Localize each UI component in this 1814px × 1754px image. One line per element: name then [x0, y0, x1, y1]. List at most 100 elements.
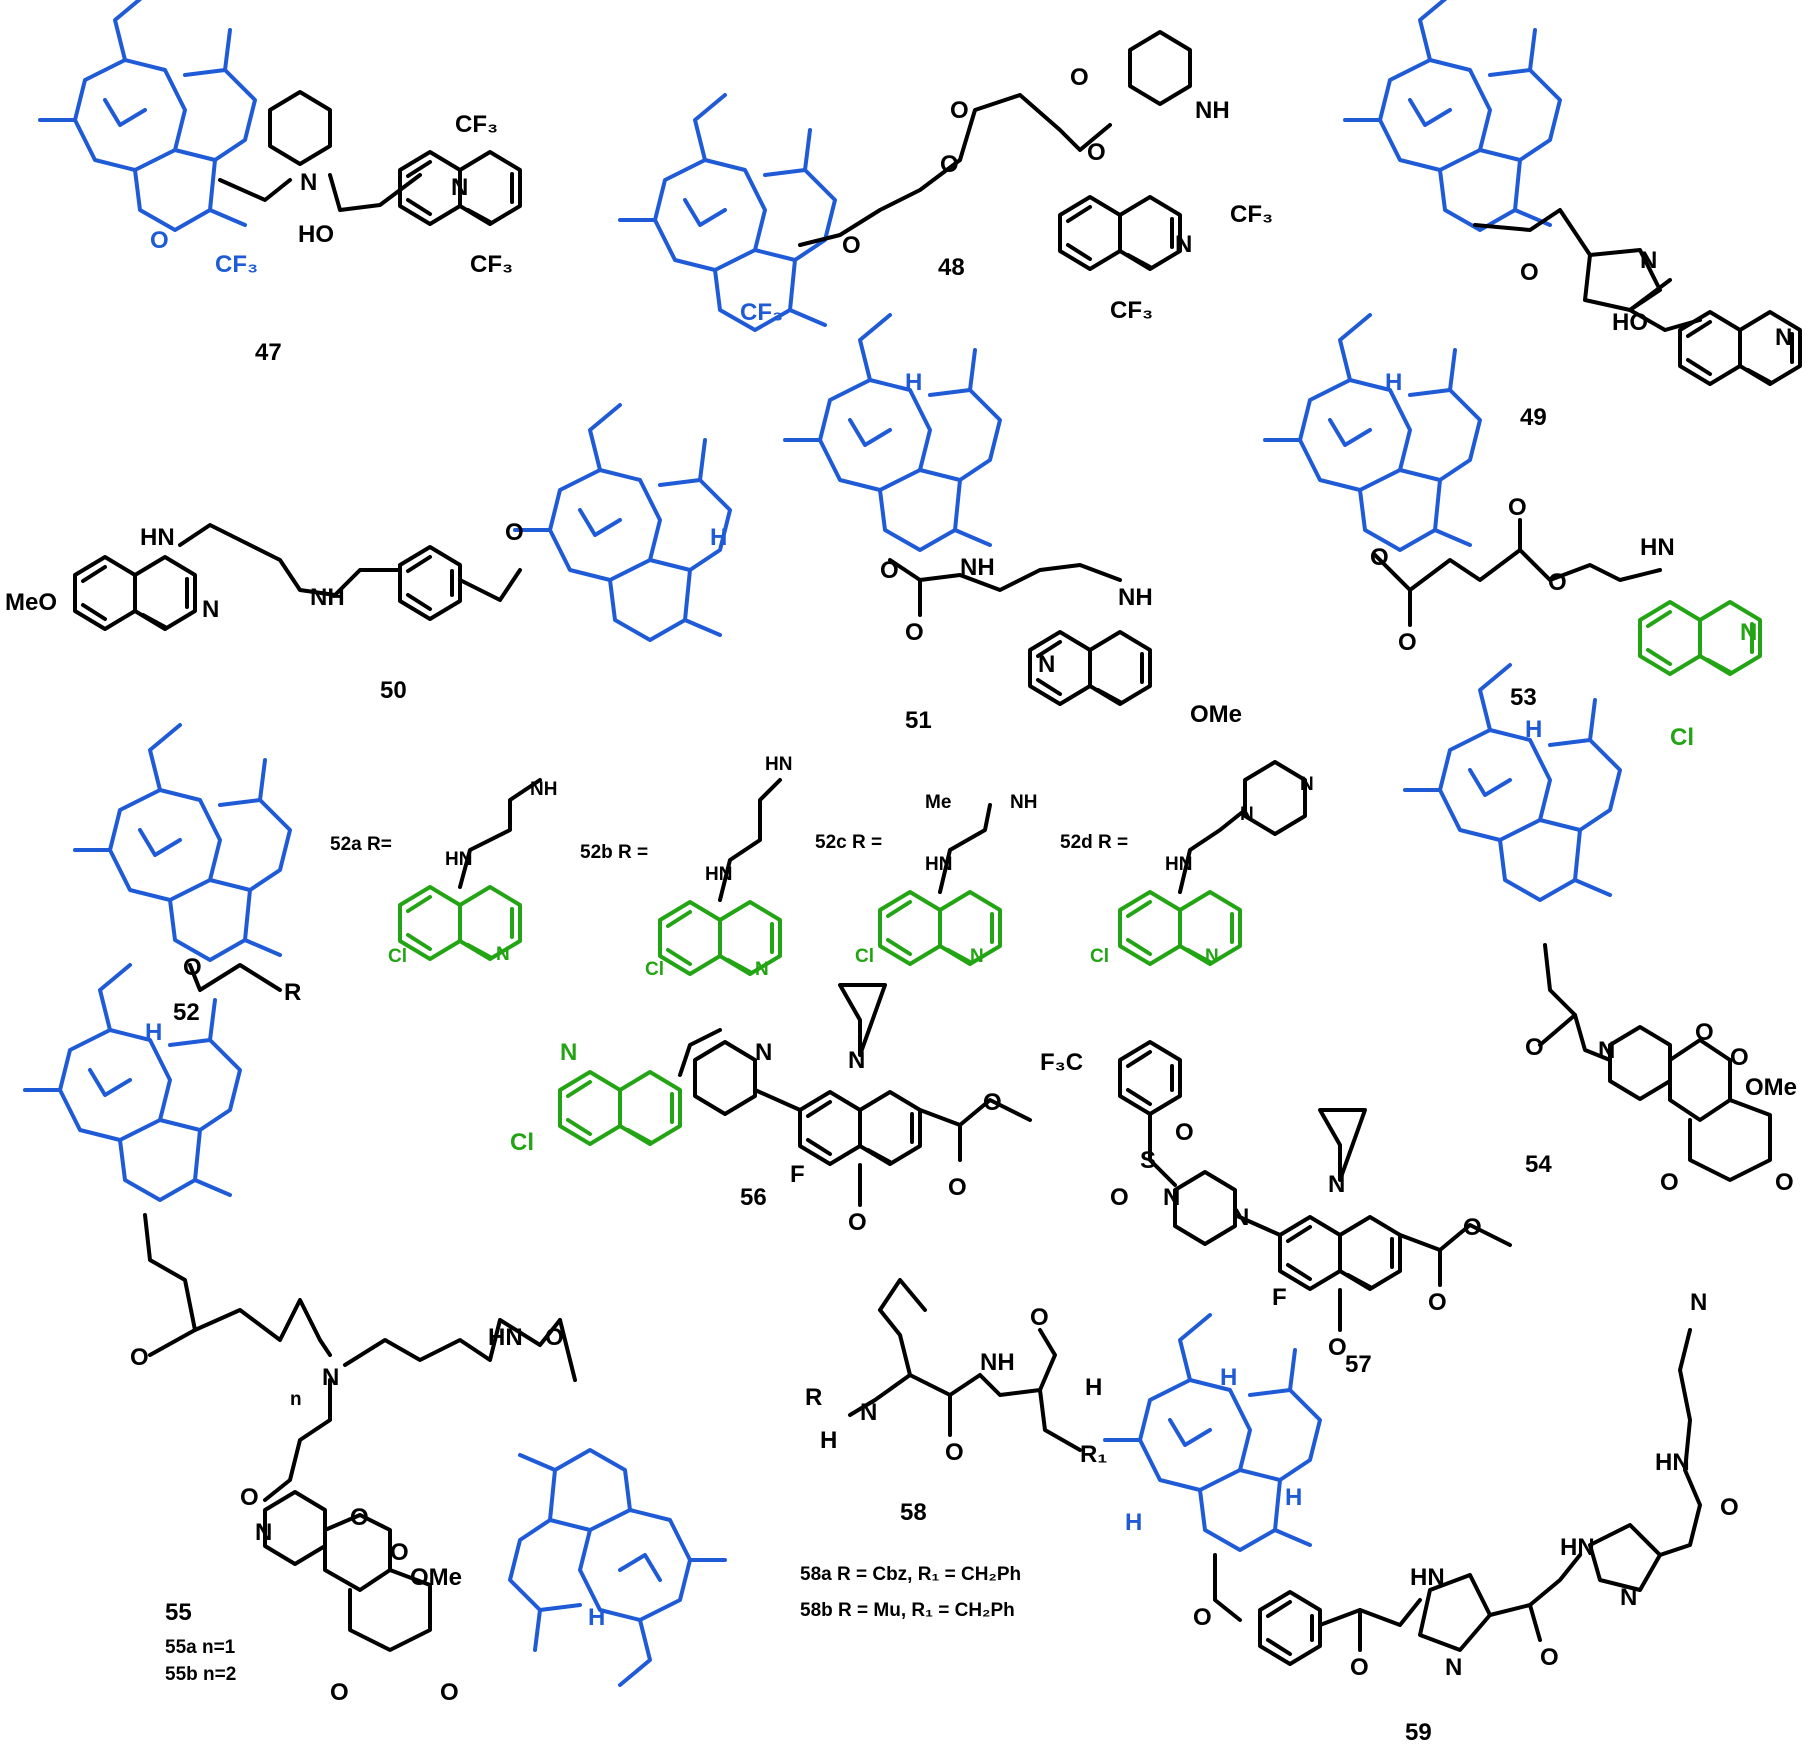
atom-hn: HN [705, 864, 732, 885]
variant-52d-label: 52d R = [1060, 832, 1128, 853]
label-47: 47 [255, 339, 282, 366]
atom-h: H [588, 1604, 605, 1631]
atom-hn: HN [1410, 1564, 1445, 1591]
atom-hn: HN [1655, 1449, 1690, 1476]
atom-cl: Cl [855, 946, 874, 967]
atom-h: H [1220, 1364, 1237, 1391]
atom-h: H [1385, 369, 1402, 396]
atom-s: S [1140, 1147, 1156, 1174]
atom-nh: NH [980, 1349, 1015, 1376]
atom-o: O [948, 1174, 967, 1201]
variant-52a-label: 52a R= [330, 834, 392, 855]
compound-58: R H N O NH O H R₁ 58 58a R = Cbz, R₁ = C… [800, 1278, 1107, 1621]
variant-55a: 55a n=1 [165, 1637, 236, 1658]
atom-n: N [1232, 1204, 1249, 1231]
compound-53: O O O O HN N Cl H 53 [1263, 313, 1762, 751]
r-group-52a: 52a R= HN NH Cl N [330, 778, 557, 967]
atom-o: O [940, 151, 959, 178]
atom-cf3: CF₃ [1230, 201, 1273, 228]
compound-51: O O NH NH N OMe H 51 [783, 313, 1242, 734]
atom-nh: NH [310, 584, 345, 611]
variant-55b: 55b n=2 [165, 1664, 236, 1685]
atom-o: O [842, 232, 861, 259]
atom-ome: OMe [1190, 701, 1242, 728]
atom-ome: OMe [1745, 1074, 1797, 1101]
atom-cl: Cl [510, 1129, 534, 1156]
atom-h: H [1125, 1509, 1142, 1536]
atom-o: O [1463, 1214, 1482, 1241]
atom-o: O [1730, 1044, 1749, 1071]
atom-n: N [1775, 324, 1792, 351]
atom-o: O [150, 227, 169, 254]
atom-o: O [1695, 1019, 1714, 1046]
label-57: 57 [1345, 1351, 1372, 1378]
compound-48: O O O O O NH N CF₃ CF₃ CF₃ 48 [618, 30, 1273, 332]
atom-r: R [805, 1384, 822, 1411]
atom-o: O [1110, 1184, 1129, 1211]
atom-n-subscript: n [290, 1389, 302, 1410]
atom-h: H [1285, 1484, 1302, 1511]
atom-o: O [950, 97, 969, 124]
atom-o: O [350, 1504, 369, 1531]
atom-hn: HN [445, 849, 472, 870]
atom-h: H [1525, 716, 1542, 743]
atom-n: N [1328, 1171, 1345, 1198]
atom-n: N [1598, 1037, 1615, 1064]
r-group-52d: 52d R = HN N N Cl N [1060, 760, 1314, 967]
atom-hn: HN [925, 854, 952, 875]
atom-meo: MeO [5, 589, 57, 616]
atom-n: N [1175, 231, 1192, 258]
atom-o: O [1720, 1494, 1739, 1521]
label-52: 52 [173, 999, 200, 1026]
atom-hn: HN [1165, 854, 1192, 875]
atom-o: O [1525, 1034, 1544, 1061]
atom-ho: HO [298, 221, 334, 248]
atom-o: O [1070, 64, 1089, 91]
atom-n: N [1690, 1289, 1707, 1316]
atom-n: N [300, 169, 317, 196]
atom-n: N [848, 1047, 865, 1074]
atom-o: O [1370, 544, 1389, 571]
atom-n: N [755, 1039, 772, 1066]
compound-57: F₃C S O O N N N F O O O 57 [1040, 1040, 1512, 1378]
atom-hn: HN [140, 524, 175, 551]
label-54: 54 [1525, 1151, 1552, 1178]
compound-50: HN MeO N NH O H 50 [5, 403, 732, 704]
atom-o: O [1328, 1334, 1347, 1361]
atom-h: H [1085, 1374, 1102, 1401]
atom-me: Me [925, 792, 951, 813]
atom-f: F [1272, 1284, 1287, 1311]
atom-n: N [202, 596, 219, 623]
label-50: 50 [380, 677, 407, 704]
atom-o: O [1175, 1119, 1194, 1146]
atom-h: H [710, 524, 727, 551]
atom-f: F [790, 1161, 805, 1188]
atom-o: O [983, 1089, 1002, 1116]
atom-o: O [390, 1539, 409, 1566]
atom-hn: HN [1560, 1534, 1595, 1561]
atom-o: O [1540, 1644, 1559, 1671]
atom-o: O [545, 1324, 564, 1351]
atom-cf3: CF₃ [740, 299, 783, 326]
atom-o: O [1775, 1169, 1794, 1196]
atom-cl: Cl [1670, 724, 1694, 751]
atom-r: R [284, 979, 301, 1006]
atom-n: N [1205, 946, 1219, 967]
atom-o: O [905, 619, 924, 646]
atom-o: O [880, 557, 899, 584]
atom-o: O [130, 1344, 149, 1371]
variant-52b-label: 52b R = [580, 842, 648, 863]
atom-o: O [1520, 259, 1539, 286]
label-53: 53 [1510, 684, 1537, 711]
compound-47: N HO CF₃ CF₃ N O CF₃ 47 [38, 0, 522, 366]
atom-cf3: CF₃ [215, 251, 258, 278]
atom-o: O [1350, 1654, 1369, 1681]
atom-o: O [505, 519, 524, 546]
atom-ome: OMe [410, 1564, 462, 1591]
label-55: 55 [165, 1599, 192, 1626]
atom-hn: HN [488, 1324, 523, 1351]
atom-cf3: CF₃ [1110, 297, 1153, 324]
atom-o: O [1508, 494, 1527, 521]
compound-56: N N F O O O N Cl 56 [510, 983, 1032, 1236]
